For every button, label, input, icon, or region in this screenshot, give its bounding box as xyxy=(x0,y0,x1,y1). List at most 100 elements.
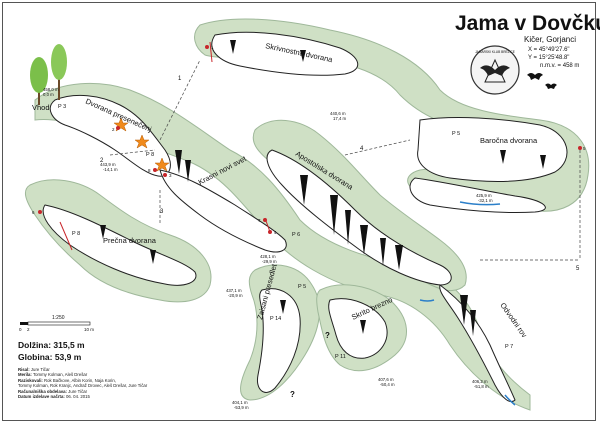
depth-marker: 428,1 m -29,9 m xyxy=(260,254,277,264)
depth-marker: 458,0 m 0,0 m xyxy=(43,87,59,97)
passage-zaisani xyxy=(256,288,301,393)
passage-odvodni xyxy=(439,284,516,403)
point-marker: 6 xyxy=(32,210,42,215)
pitch-label: P 5 xyxy=(452,131,460,137)
passage-barocna xyxy=(417,117,568,182)
depth-markers: 458,0 m 0,0 m 443,9 m -14,1 m 440,6 m 17… xyxy=(43,87,493,410)
credit-line: Raziskovali: Rok Bačkove, Albin Korin, N… xyxy=(18,377,116,383)
depth-rel: 0,0 m xyxy=(43,92,54,97)
svg-text:1: 1 xyxy=(211,45,214,50)
bat-icon xyxy=(545,83,557,89)
pitch-label: P 11 xyxy=(335,354,346,360)
depth-alt: 428,1 m xyxy=(260,254,276,259)
formation xyxy=(150,250,156,264)
depth-alt: 404,1 m xyxy=(232,400,248,405)
logo-text: JAMARSKI KLUB BREŽICE xyxy=(475,49,515,54)
depth-alt: 425,9 m xyxy=(476,193,492,198)
formation xyxy=(540,155,546,169)
scale-tick: 0 xyxy=(19,327,22,332)
tree-crown xyxy=(30,57,48,93)
depth-alt: 437,1 m xyxy=(226,288,242,293)
formation xyxy=(300,175,308,205)
coordinate-x: X = 45°49'27.6" xyxy=(528,47,570,53)
depth-rel: -50,4 m xyxy=(380,382,395,387)
depth-marker: 425,9 m -32,1 m xyxy=(476,193,493,203)
depth-marker: 437,1 m -20,9 m xyxy=(226,288,243,298)
point-marker: 7 xyxy=(258,218,267,223)
point-marker: 8 xyxy=(148,168,157,173)
point-marker: 3 xyxy=(163,173,172,178)
passage-krasni-novi-svet xyxy=(159,169,287,253)
coordinate-elevation: n.m.v. = 458 m xyxy=(540,63,580,69)
depth-alt: 406,2 m xyxy=(472,379,488,384)
logo-bat-icon xyxy=(480,65,510,76)
depth-marker: 406,2 m -51,8 m xyxy=(472,379,489,389)
depth-marker: 440,6 m 17,4 m xyxy=(330,111,347,121)
credit-line: Merila: Tommy Kolman, Aleš Drešar xyxy=(18,372,88,378)
credit-line: Risal: Jure Tičar xyxy=(18,367,50,372)
depth-rel: 17,4 m xyxy=(333,116,347,121)
map-location: Kičer, Gorjanci xyxy=(524,35,577,44)
unexplored-marks: ? ? xyxy=(290,331,330,399)
point-marker: 2 xyxy=(112,126,120,132)
credit-line: Datum izdelave načrta: 06. 04. 2015 xyxy=(18,394,90,400)
star-icon xyxy=(134,134,150,149)
bat-icon xyxy=(527,73,543,80)
scale-ratio: 1:250 xyxy=(52,315,65,321)
question-mark: ? xyxy=(325,331,330,340)
pitch-label: P 8 xyxy=(72,231,80,237)
rope xyxy=(59,221,73,251)
cave-passages xyxy=(42,31,568,403)
point-marker: 5 xyxy=(578,146,586,151)
section-number: 2 xyxy=(100,158,104,164)
water-line xyxy=(459,201,501,206)
point-markers: 1 2 3 4 5 6 7 8 xyxy=(32,45,586,235)
formation xyxy=(470,310,476,336)
section-number: 4 xyxy=(360,146,364,152)
depth-marker: 443,9 m -14,1 m xyxy=(100,162,118,172)
svg-text:5: 5 xyxy=(583,146,586,151)
credits-block: Risal: Jure Tičar Merila: Tommy Kolman, … xyxy=(18,367,147,399)
club-logo: JAMARSKI KLUB BREŽICE xyxy=(470,45,520,95)
water-features xyxy=(419,201,516,406)
pitch-label: P 5 xyxy=(298,284,306,290)
pitch-label: P 3 xyxy=(58,104,66,110)
rope xyxy=(209,41,213,63)
scale-segment xyxy=(27,321,91,326)
depth-rel: -51,8 m xyxy=(474,384,489,389)
bat-icons xyxy=(527,73,557,89)
formation xyxy=(360,320,366,334)
pitch-label: P 8 xyxy=(146,152,154,158)
scale-bar: 1:250 0 2 10 m xyxy=(19,315,94,332)
svg-text:2: 2 xyxy=(112,127,115,132)
section-line xyxy=(109,149,156,156)
section-lines xyxy=(109,59,581,261)
formation xyxy=(460,295,468,325)
cave-length: Dolžina: 315,5 m xyxy=(18,340,85,350)
formation xyxy=(185,160,191,182)
formation xyxy=(230,40,236,54)
label-precna-dvorana: Prečna dvorana xyxy=(103,236,157,245)
svg-text:6: 6 xyxy=(32,210,35,215)
question-mark: ? xyxy=(290,390,295,399)
scale-tick: 2 xyxy=(27,327,30,332)
pitch-label: P 6 xyxy=(292,232,300,238)
pitch-label: P 14 xyxy=(270,316,281,322)
formation xyxy=(330,195,338,235)
depth-rel: -20,9 m xyxy=(228,293,243,298)
formation xyxy=(500,150,506,164)
depth-alt: 443,9 m xyxy=(100,162,116,167)
formation xyxy=(280,300,286,314)
formation xyxy=(380,238,386,266)
svg-text:4: 4 xyxy=(274,230,277,235)
section-number: 1 xyxy=(178,76,182,82)
section-number: 5 xyxy=(576,266,580,272)
passage-lower-barocna xyxy=(409,177,546,214)
tree-crown xyxy=(51,44,67,80)
section-number: 3 xyxy=(160,209,164,215)
passage-entrance xyxy=(49,95,171,177)
depth-rel: -14,1 m xyxy=(103,167,118,172)
depth-alt: 407,6 m xyxy=(378,377,394,382)
label-vhod: Vhod xyxy=(32,103,50,112)
formation xyxy=(360,225,368,255)
